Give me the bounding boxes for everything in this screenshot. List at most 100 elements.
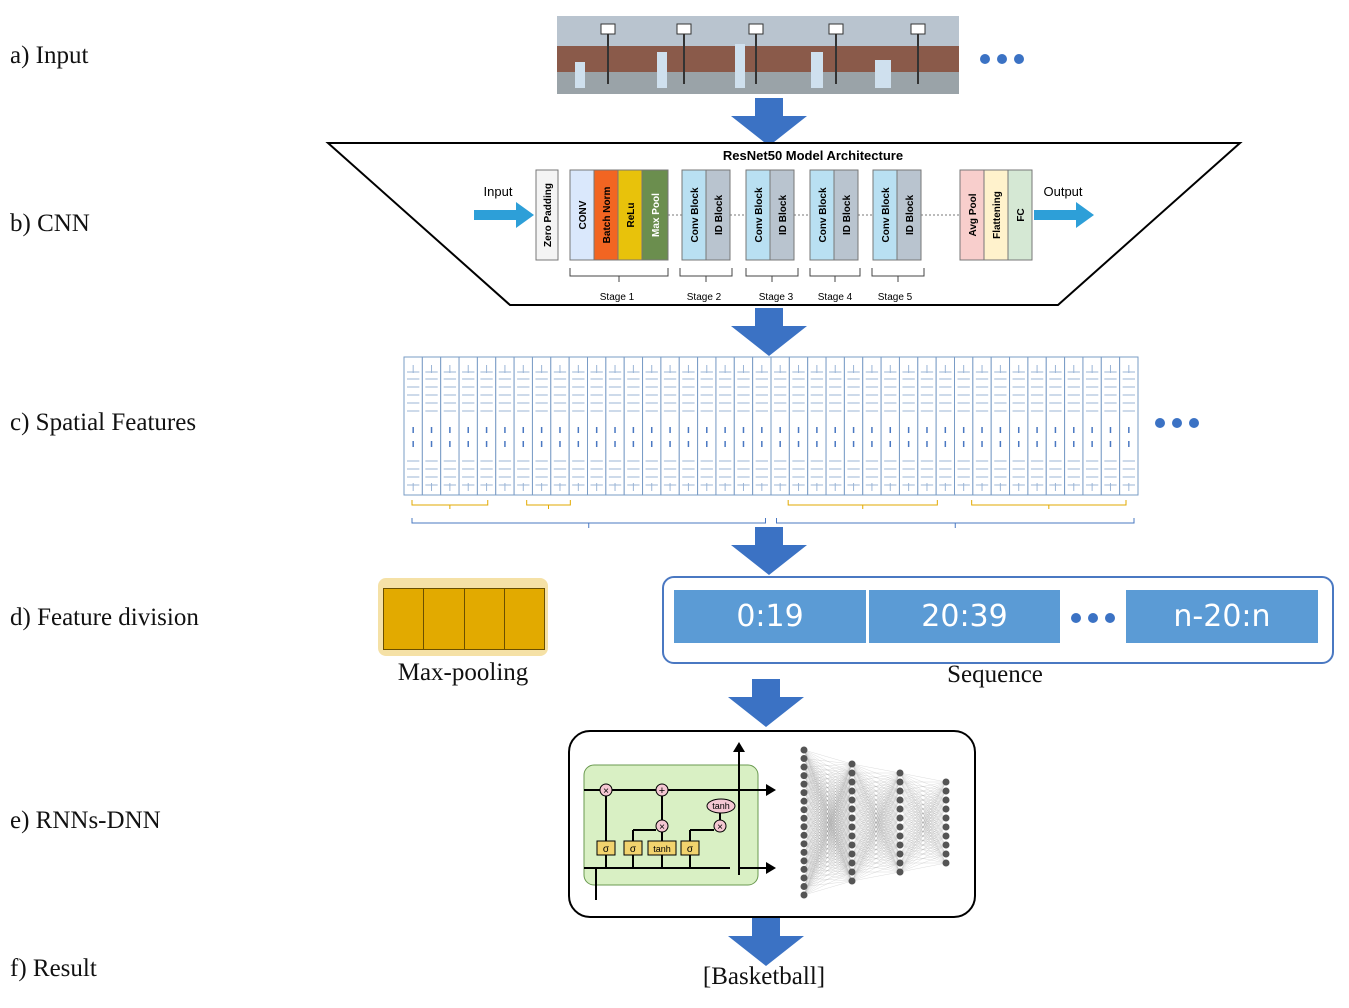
feature-column xyxy=(1045,356,1066,496)
multiply-op-icon xyxy=(599,783,613,797)
feature-column xyxy=(898,356,919,496)
neuron-node xyxy=(800,848,808,856)
neuron-node xyxy=(848,805,856,813)
multiply-op-icon xyxy=(713,819,727,833)
stage-4-label: Stage 4 xyxy=(818,292,853,303)
neuron-node xyxy=(800,789,808,797)
neuron-node xyxy=(800,797,808,805)
feature-column xyxy=(513,356,533,496)
neuron-node xyxy=(942,805,950,813)
neuron-node xyxy=(896,832,904,840)
svg-text:×: × xyxy=(717,822,723,833)
flattening-label: Flattening xyxy=(992,191,1003,239)
feature-column xyxy=(568,356,589,496)
feature-column xyxy=(1082,356,1102,496)
feature-column xyxy=(476,356,497,496)
feature-group-bracket xyxy=(787,500,938,509)
feature-column xyxy=(421,356,442,496)
neuron-node xyxy=(848,823,856,831)
row-label-result: f) Result xyxy=(10,955,97,982)
feature-column xyxy=(678,356,699,496)
cnn-input-label: Input xyxy=(484,184,513,199)
feature-column xyxy=(862,356,882,496)
row-label-spatial-features: c) Spatial Features xyxy=(10,409,197,436)
row-label-feature-division: d) Feature division xyxy=(10,604,199,631)
row-label-rnns-dnn: e) RNNs-DNN xyxy=(10,807,161,834)
sigma-gate xyxy=(623,840,643,856)
video-frame xyxy=(709,16,785,94)
down-arrow-icon xyxy=(728,679,804,727)
neuron-node xyxy=(896,814,904,822)
neuron-node xyxy=(848,796,856,804)
neuron-node xyxy=(896,823,904,831)
neuron-node xyxy=(848,778,856,786)
feature-column xyxy=(697,356,717,496)
dnn-diagram xyxy=(800,746,950,899)
neuron-node xyxy=(800,865,808,873)
neuron-node xyxy=(942,859,950,867)
relu-label: ReLu xyxy=(626,203,637,228)
lstm-cell-diagram: × + × × tanh σ σ tanh σ xyxy=(583,742,776,900)
id-block-label: ID Block xyxy=(842,195,853,235)
neuron-node xyxy=(848,814,856,822)
neuron-node xyxy=(942,796,950,804)
neuron-node xyxy=(896,868,904,876)
feature-column xyxy=(843,356,864,496)
avg-pool-label: Avg Pool xyxy=(968,193,979,236)
cnn-title: ResNet50 Model Architecture xyxy=(723,148,903,163)
neuron-node xyxy=(800,823,808,831)
neuron-node xyxy=(800,763,808,771)
stage-2-label: Stage 2 xyxy=(687,292,722,303)
max-pool-box xyxy=(383,588,545,650)
feature-column xyxy=(587,356,607,496)
max-pool-block xyxy=(641,169,669,261)
stage-3-blocks: Conv Block ID Block xyxy=(745,169,795,261)
feature-column xyxy=(605,356,625,496)
id-block-label: ID Block xyxy=(778,195,789,235)
neuron-node xyxy=(896,796,904,804)
down-arrow-icon xyxy=(731,527,807,575)
conv-block-label: Conv Block xyxy=(754,187,765,242)
feature-column xyxy=(825,356,845,496)
neuron-node xyxy=(848,841,856,849)
neuron-node xyxy=(800,772,808,780)
neuron-node xyxy=(800,806,808,814)
flattening-block xyxy=(983,169,1009,261)
svg-text:σ: σ xyxy=(603,844,610,855)
neuron-node xyxy=(942,841,950,849)
feature-column xyxy=(550,356,570,496)
neuron-node xyxy=(848,787,856,795)
feature-column xyxy=(495,356,515,496)
avg-pool-block xyxy=(959,169,985,261)
ellipsis-icon xyxy=(1071,613,1115,623)
input-arrow-icon xyxy=(474,202,534,228)
feature-column xyxy=(440,356,460,496)
feature-column xyxy=(917,356,937,496)
feature-group-bracket xyxy=(971,500,1127,509)
feature-group-bracket xyxy=(526,500,571,509)
fc-label: FC xyxy=(1016,208,1027,221)
stage-5-blocks: Conv Block ID Block xyxy=(872,169,922,261)
max-pool-label: Max Pool xyxy=(651,193,662,237)
row-label-input: a) Input xyxy=(10,42,89,69)
id-block-label: ID Block xyxy=(714,195,725,235)
neuron-node xyxy=(896,841,904,849)
neuron-node xyxy=(848,850,856,858)
svg-text:×: × xyxy=(603,786,609,797)
neuron-node xyxy=(848,868,856,876)
stage-1-label: Stage 1 xyxy=(600,292,635,303)
cnn-diagram: ResNet50 Model Architecture Input Output… xyxy=(325,142,1243,306)
neuron-node xyxy=(848,769,856,777)
neuron-node xyxy=(942,850,950,858)
svg-text:tanh: tanh xyxy=(712,801,730,811)
conv-block-label: Conv Block xyxy=(818,187,829,242)
neuron-node xyxy=(800,874,808,882)
video-frame xyxy=(861,16,959,94)
feature-column xyxy=(458,356,478,496)
feature-column xyxy=(1027,356,1047,496)
feature-column xyxy=(531,356,552,496)
neuron-node xyxy=(800,891,808,899)
svg-text:σ: σ xyxy=(630,844,637,855)
max-pooling-label: Max-pooling xyxy=(397,659,529,686)
neuron-node xyxy=(800,814,808,822)
